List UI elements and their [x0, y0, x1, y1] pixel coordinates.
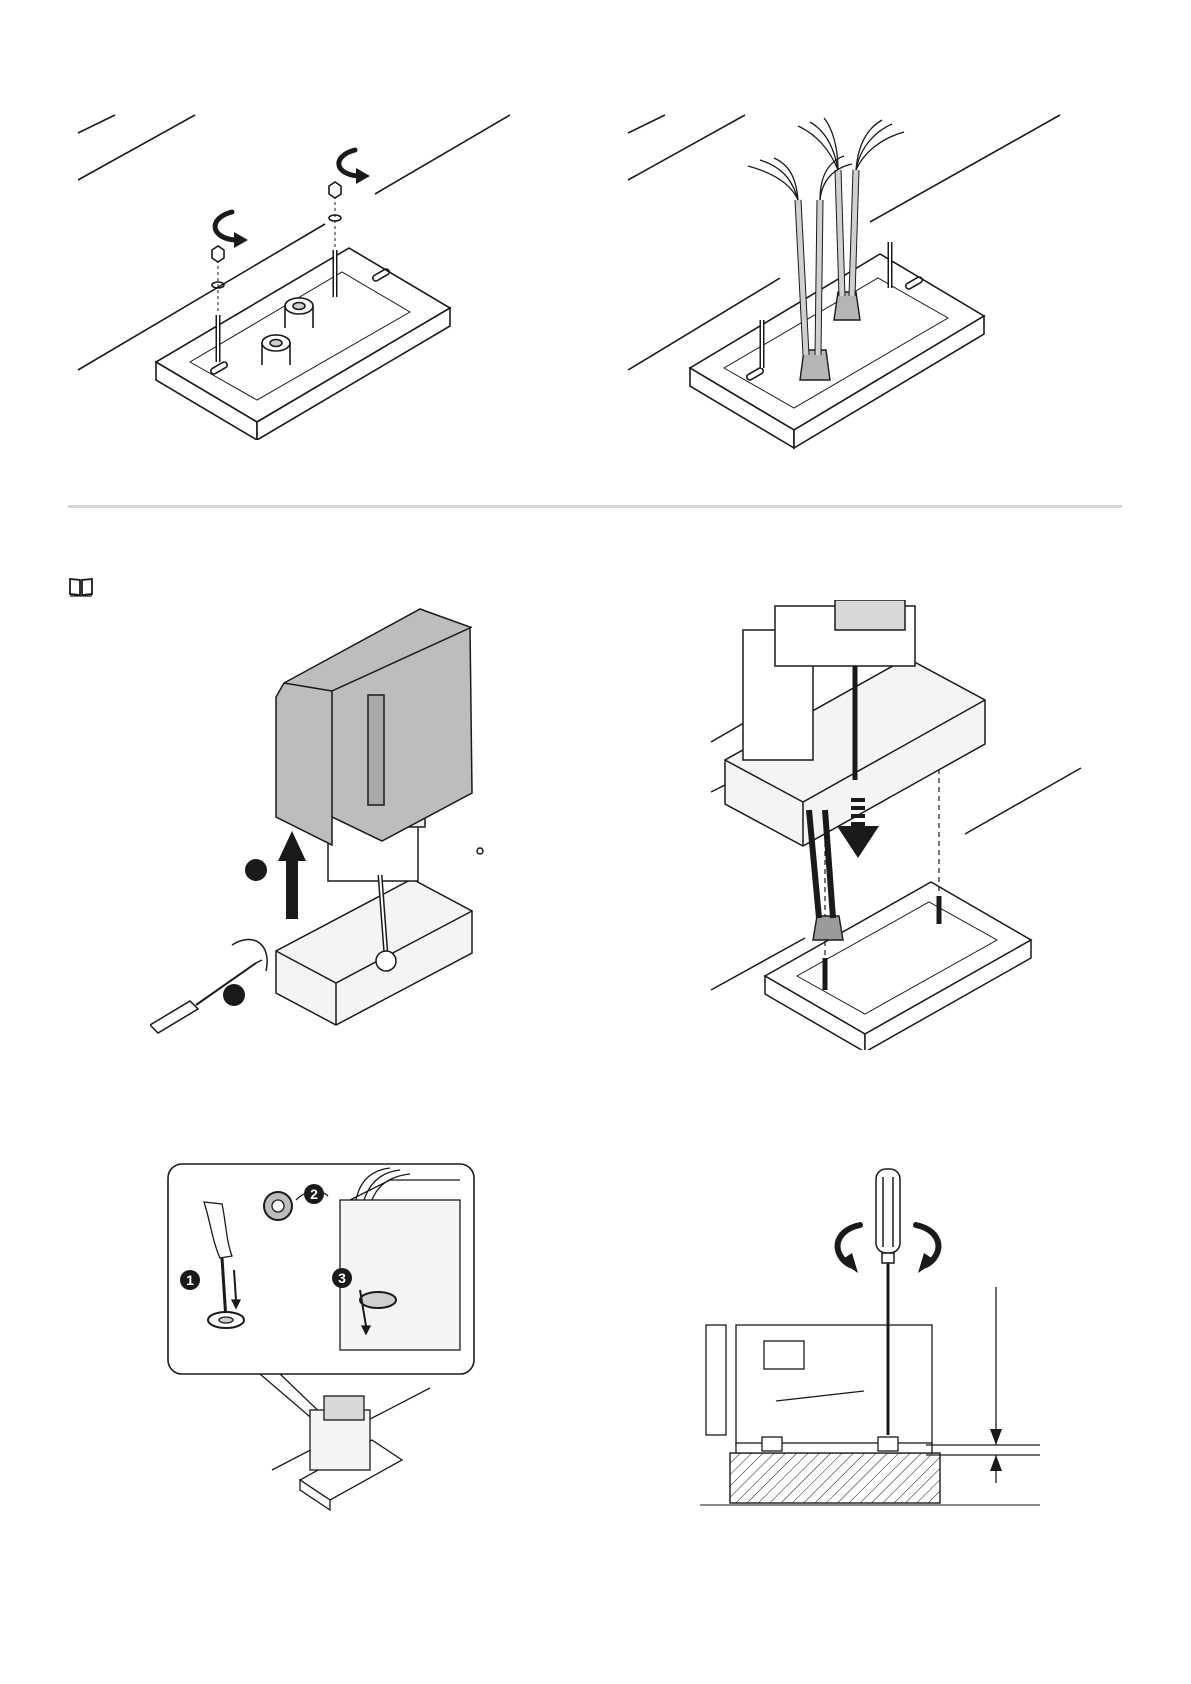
book-icon [68, 576, 94, 598]
grommet-insertion-illustration: 1 2 3 [160, 1160, 480, 1520]
step-marker-3: 3 [332, 1268, 352, 1288]
step-marker-1: 1 [180, 1270, 200, 1290]
height-adjustment-illustration [700, 1165, 1040, 1510]
operator-placement-illustration [705, 600, 1085, 1050]
step-marker-2: 2 [304, 1184, 324, 1204]
svg-text:3: 3 [338, 1270, 346, 1286]
figure-cover-removal [150, 605, 510, 1065]
figure-grommet-insertion: 1 2 3 [160, 1160, 480, 1520]
figure-fixing-nuts [70, 100, 510, 440]
figure-operator-placement [705, 600, 1085, 1050]
cover-removal-illustration [150, 605, 510, 1065]
cables-plate-illustration [620, 100, 1080, 450]
fixing-nuts-illustration [70, 100, 510, 440]
svg-text:2: 2 [310, 1186, 318, 1202]
figure-cables-plate [620, 100, 1080, 450]
figure-height-adjustment [700, 1165, 1040, 1510]
svg-text:1: 1 [186, 1272, 194, 1288]
section-divider [68, 505, 1122, 508]
step-bullet-2 [223, 984, 245, 1006]
step-bullet-1 [245, 859, 267, 881]
